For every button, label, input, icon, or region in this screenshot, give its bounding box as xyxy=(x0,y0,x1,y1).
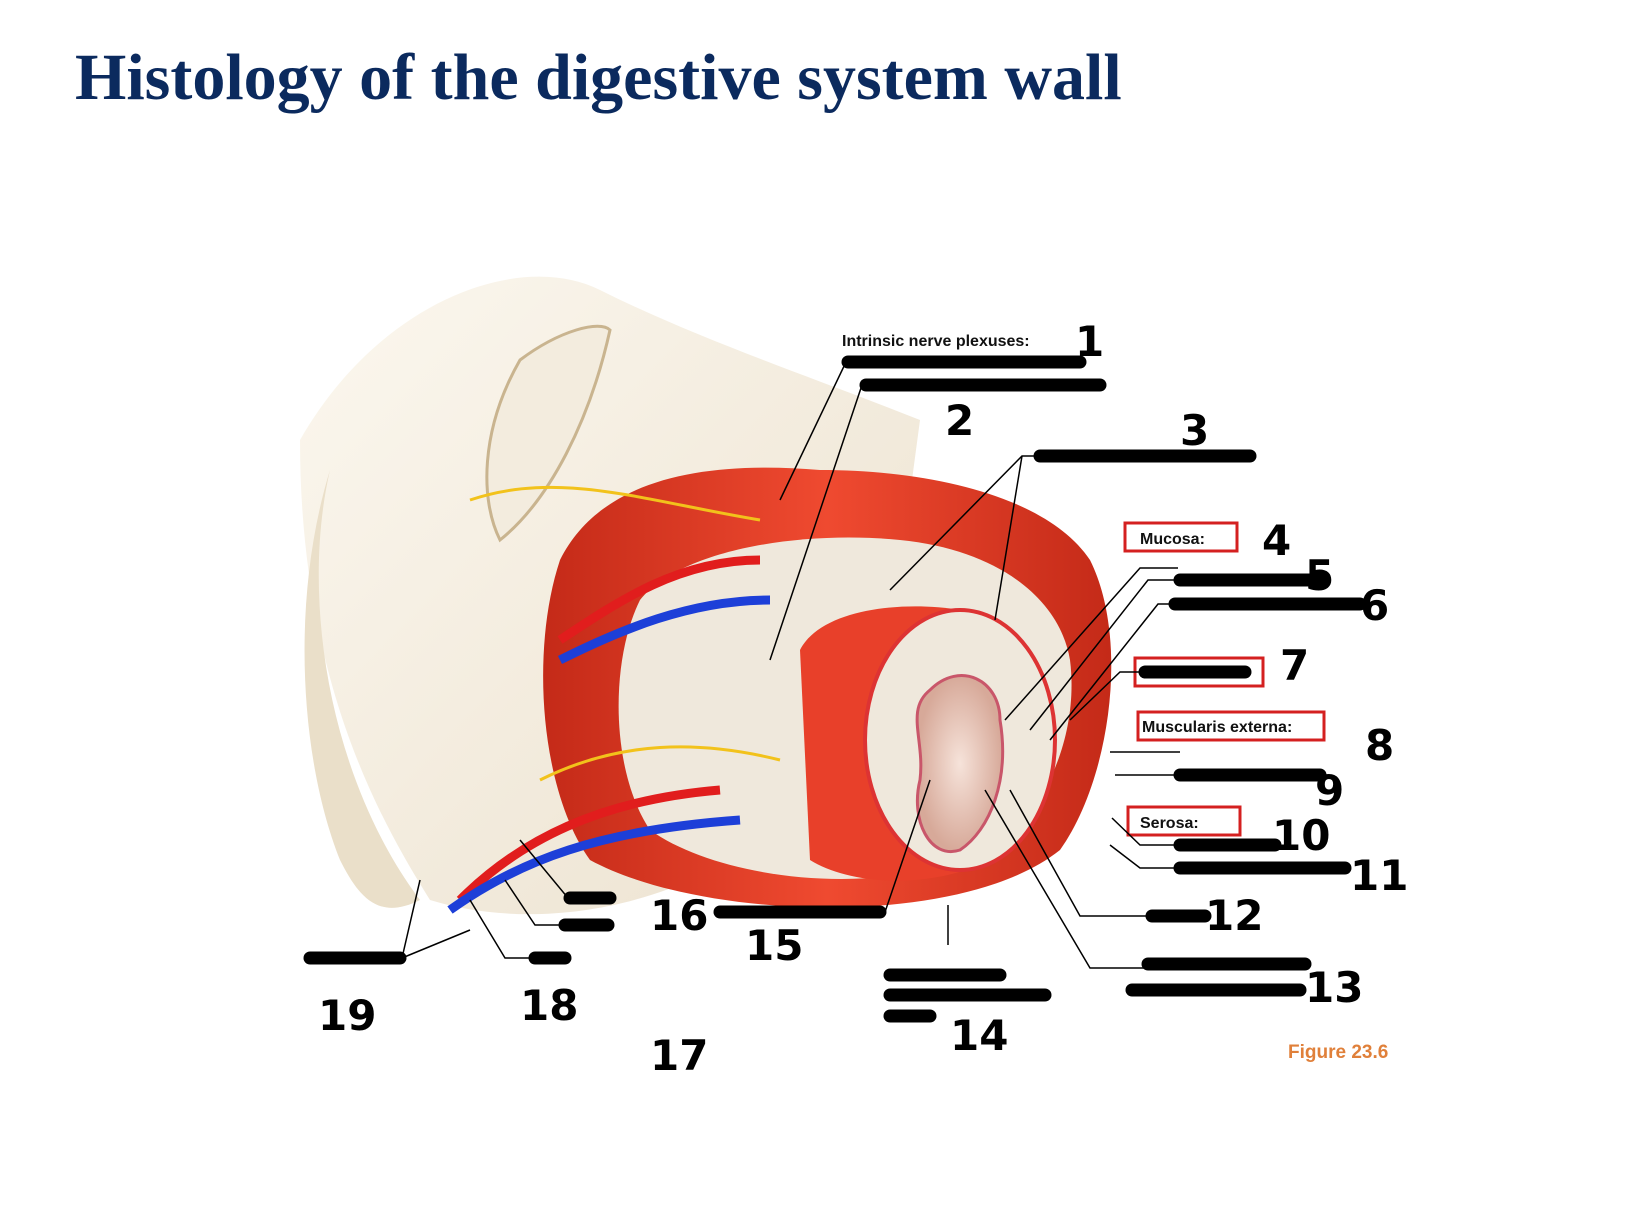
leader-1 xyxy=(779,361,847,501)
number-6: 6 xyxy=(1360,581,1389,630)
leader-5 xyxy=(1029,579,1175,731)
artery-lower xyxy=(456,785,721,904)
number-17: 17 xyxy=(650,1031,708,1080)
leader-7 xyxy=(1069,671,1142,721)
figure-label: Figure 23.6 xyxy=(1288,1042,1388,1063)
mucosa-box xyxy=(1123,521,1239,553)
nerve-plexuses-heading: Intrinsic nerve plexuses: xyxy=(842,333,1030,350)
number-4: 4 xyxy=(1262,516,1291,565)
number-14: 14 xyxy=(950,1011,1008,1060)
muscularis-heading: Muscularis externa: xyxy=(1142,719,1292,736)
number-7: 7 xyxy=(1280,641,1309,690)
lumen xyxy=(915,674,1005,854)
number-15: 15 xyxy=(745,921,803,970)
mesentery-fold xyxy=(304,470,420,908)
leader-2 xyxy=(769,384,863,661)
leader-19 xyxy=(401,929,471,959)
leader-19b xyxy=(401,879,421,959)
leader-3b xyxy=(994,455,1023,621)
number-13: 13 xyxy=(1305,963,1363,1012)
leader-10 xyxy=(1111,817,1178,846)
number-5: 5 xyxy=(1305,551,1334,600)
leader-16a xyxy=(519,839,569,899)
leader-11 xyxy=(1109,844,1178,869)
leader-12 xyxy=(1009,789,1150,917)
leader-4 xyxy=(1004,567,1178,721)
page-title: Histology of the digestive system wall xyxy=(75,41,1122,114)
number-8: 8 xyxy=(1365,721,1394,770)
cut-flap xyxy=(485,324,612,543)
nerve-lower xyxy=(539,745,781,782)
leader-18 xyxy=(469,899,535,959)
serosa-box xyxy=(1126,805,1242,837)
artery xyxy=(557,555,761,644)
leader-6 xyxy=(1049,603,1172,741)
vein-lower xyxy=(447,815,741,914)
number-1: 1 xyxy=(1075,317,1104,366)
serosa-heading: Serosa: xyxy=(1140,815,1199,832)
number-16: 16 xyxy=(650,891,708,940)
number-12: 12 xyxy=(1205,891,1263,940)
number-11: 11 xyxy=(1350,851,1408,900)
number-18: 18 xyxy=(520,981,578,1030)
leader-13 xyxy=(984,789,1145,969)
vein xyxy=(557,595,771,665)
number-9: 9 xyxy=(1315,766,1344,815)
nerve xyxy=(469,485,761,522)
muscularis-box xyxy=(1136,710,1326,742)
number-10: 10 xyxy=(1272,811,1330,860)
number-19: 19 xyxy=(318,991,376,1040)
number-2: 2 xyxy=(945,396,974,445)
leader-16b xyxy=(504,879,562,926)
mucosa-heading: Mucosa: xyxy=(1140,531,1205,548)
leader-15 xyxy=(884,779,931,913)
number-3: 3 xyxy=(1180,406,1209,455)
